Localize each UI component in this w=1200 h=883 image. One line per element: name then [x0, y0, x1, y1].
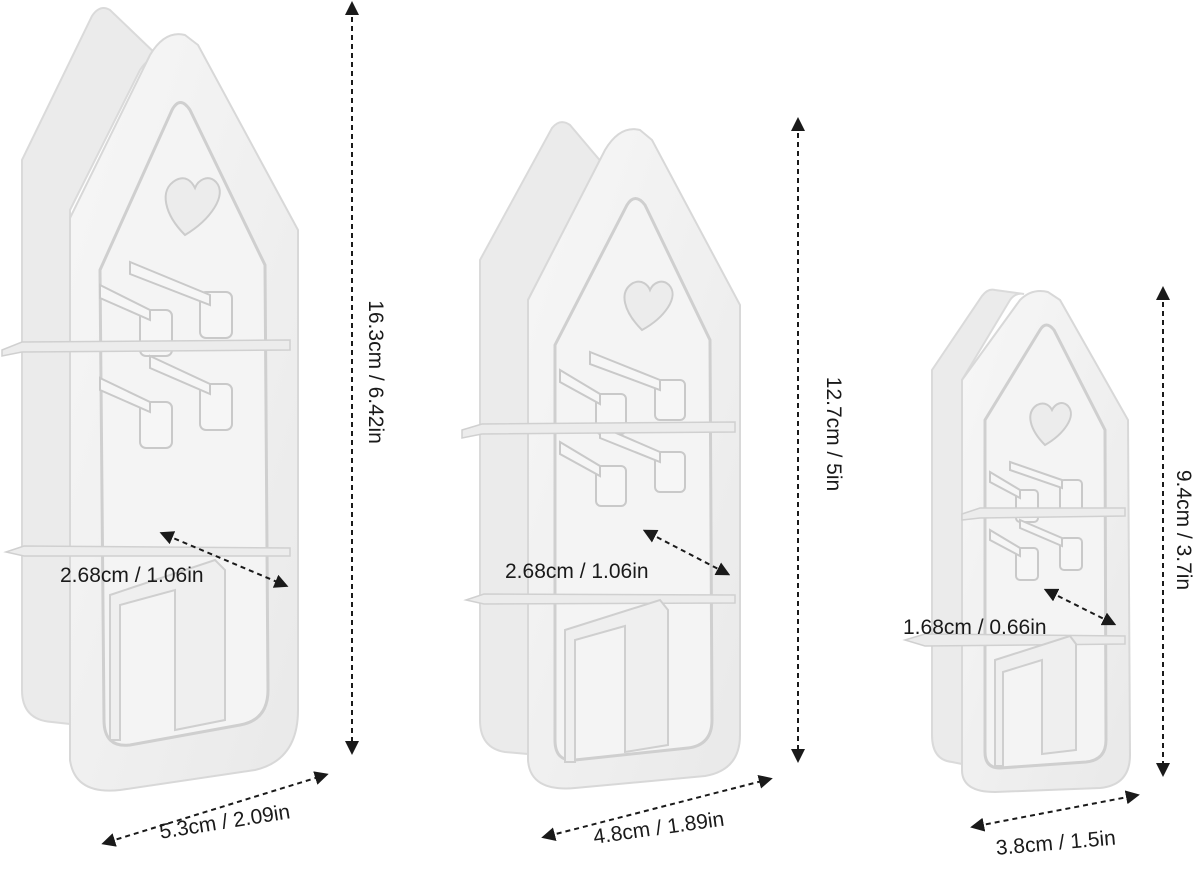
- width-line-medium: [541, 774, 773, 842]
- dimension-lines: [101, 0, 1170, 847]
- mold-large: [1, 7, 299, 792]
- height-label-small: 9.4cm / 3.7in: [1172, 469, 1195, 591]
- depth-label-large: 2.68cm / 1.06in: [60, 564, 204, 587]
- height-label-medium: 12.7cm / 5in: [822, 376, 845, 492]
- depth-label-medium: 2.68cm / 1.06in: [505, 560, 649, 583]
- mold-small: [902, 288, 1132, 794]
- depth-line-small: [1043, 588, 1117, 626]
- depth-line-large: [159, 531, 289, 588]
- height-label-large: 16.3cm / 6.42in: [364, 300, 387, 444]
- depth-label-small: 1.68cm / 0.66in: [903, 616, 1047, 639]
- width-line-small: [970, 790, 1140, 832]
- width-line-large: [101, 771, 329, 847]
- mold-medium: [461, 121, 741, 790]
